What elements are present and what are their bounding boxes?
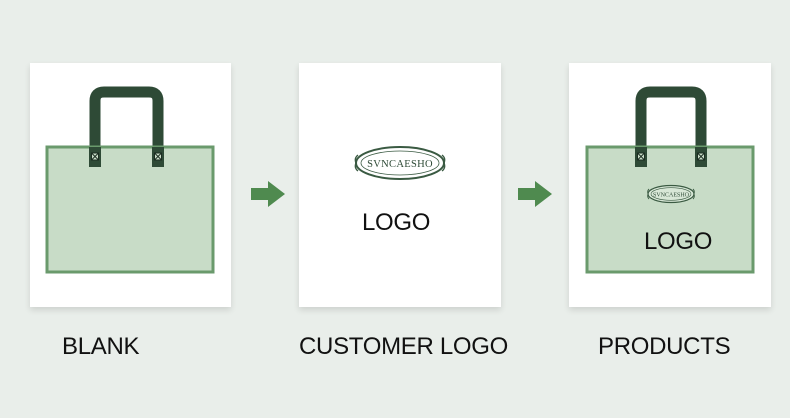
caption-customer-logo: CUSTOMER LOGO — [299, 333, 509, 360]
bag-handle-lower — [89, 147, 164, 167]
blank-bag-image — [45, 86, 215, 274]
caption-products: PRODUCTS — [598, 333, 731, 360]
bag-body — [585, 145, 755, 274]
brand-mark-text: SVNCAESHO — [367, 159, 433, 170]
brand-mark-text: SVNCAESHO — [653, 193, 690, 199]
bag-handle-icon — [635, 86, 707, 167]
brand-emblem-icon: SVNCAESHO — [354, 146, 446, 180]
logo-label: LOGO — [644, 228, 713, 255]
customer-logo-panel: SVNCAESHO LOGO — [299, 63, 501, 307]
logo-label: LOGO — [362, 209, 431, 236]
bag-handle-lower — [635, 147, 707, 167]
blank-bag-panel — [30, 63, 231, 307]
arrow-right-icon — [518, 181, 552, 207]
caption-blank: BLANK — [62, 333, 140, 360]
bag-body — [45, 145, 215, 274]
brand-emblem-icon: SVNCAESHO — [647, 184, 695, 204]
arrow-right-icon — [251, 181, 285, 207]
product-bag-panel: SVNCAESHO LOGO — [569, 63, 771, 307]
bag-handle-icon — [89, 86, 164, 167]
product-bag-image: SVNCAESHO — [585, 86, 755, 274]
